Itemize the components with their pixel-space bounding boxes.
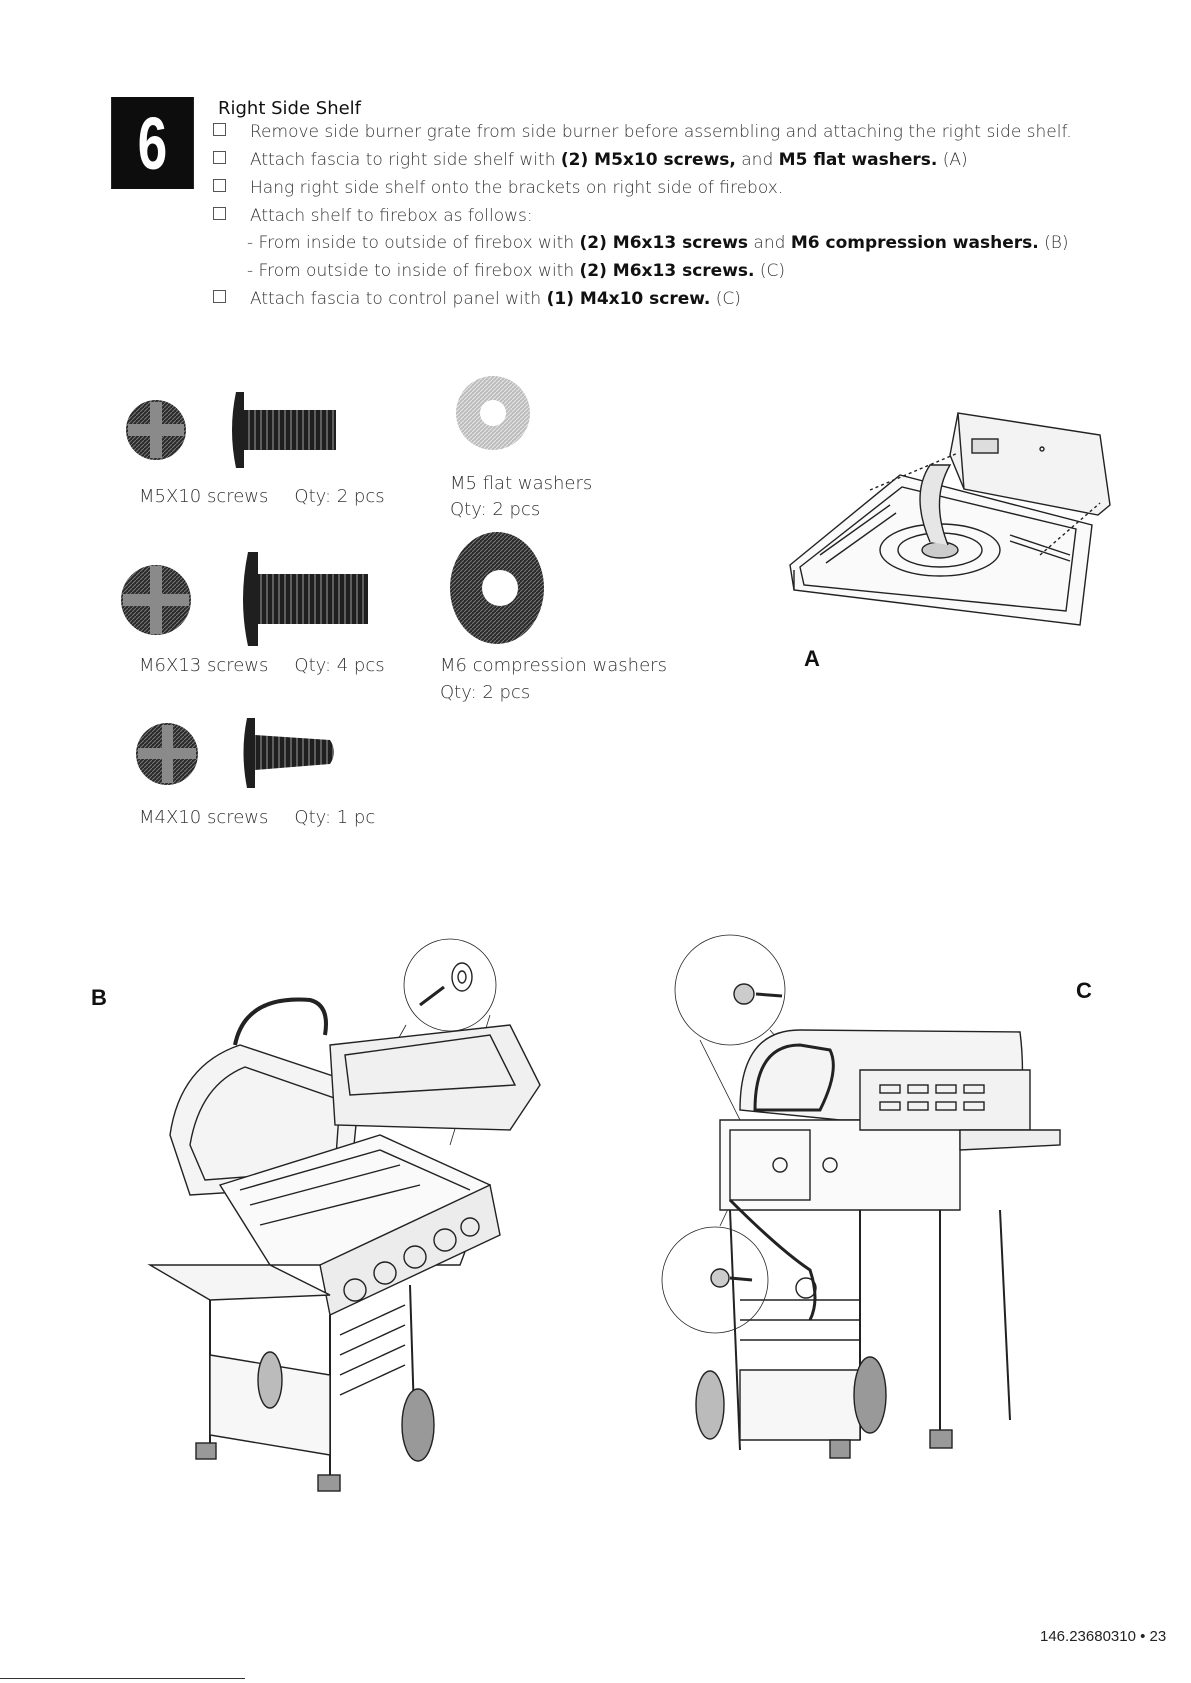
instruction-emphasis: (2) M6x13 screws. <box>579 261 755 281</box>
diagram-c-label: C <box>1076 978 1092 1003</box>
instruction-text: Attach fascia to control panel with <box>250 289 547 309</box>
instruction-line: - From inside to outside of firebox with… <box>247 233 1069 253</box>
diagram-b-label: B <box>91 985 107 1010</box>
instruction-line: - From outside to inside of firebox with… <box>247 261 785 281</box>
instruction-text: Attach shelf to firebox as follows: <box>250 206 533 226</box>
diagram-c-grill-outside <box>661 934 1061 1459</box>
instruction-emphasis: M5 flat washers. <box>778 150 938 170</box>
instruction-line: Attach fascia to right side shelf with (… <box>213 150 968 170</box>
footer-rule <box>0 1678 245 1679</box>
instruction-text: Hang right side shelf onto the brackets … <box>250 178 784 198</box>
m4-screw-side-icon <box>243 718 334 788</box>
m5-screw-head-icon <box>126 400 186 460</box>
page-footer-code: 146.23680310 • 23 <box>1040 1628 1167 1645</box>
instruction-text: (B) <box>1038 233 1069 253</box>
m6-screw-head-icon <box>121 565 191 635</box>
checkbox-icon <box>213 151 226 164</box>
instruction-text: - From inside to outside of firebox with <box>247 233 580 253</box>
instruction-text: (C) <box>754 261 786 281</box>
instruction-emphasis: (2) M6x13 screws <box>579 233 749 253</box>
diagram-a-side-shelf <box>789 412 1111 626</box>
instruction-text: Remove side burner grate from side burne… <box>250 122 1072 142</box>
instruction-text: and <box>748 233 791 253</box>
instruction-line: Attach fascia to control panel with (1) … <box>213 289 741 309</box>
checkbox-icon <box>213 290 226 303</box>
diagram-b-grill-inside <box>147 938 541 1492</box>
instruction-emphasis: (2) M5x10 screws, <box>560 150 736 170</box>
instruction-line: Attach shelf to firebox as follows: <box>213 206 533 226</box>
instruction-text: Attach fascia to right side shelf with <box>250 150 561 170</box>
m5-flat-washer-icon <box>456 376 530 450</box>
m5-screw-side-icon <box>232 392 336 468</box>
checkbox-icon <box>213 179 226 192</box>
checkbox-icon <box>213 123 226 136</box>
m6-washer-qty: Qty: 2 pcs <box>440 682 531 703</box>
step-number-badge: 6 <box>111 97 194 189</box>
m6-compression-washer-icon <box>450 532 544 644</box>
instruction-text: - From outside to inside of firebox with <box>247 261 580 281</box>
instruction-text: and <box>735 150 779 170</box>
instruction-emphasis: (1) M4x10 screw. <box>546 289 711 309</box>
diagram-a-label: A <box>804 646 820 671</box>
m5-washer-qty: Qty: 2 pcs <box>450 499 541 520</box>
m5-washer-name: M5 flat washers <box>450 473 593 494</box>
checkbox-icon <box>213 207 226 220</box>
instruction-emphasis: M6 compression washers. <box>790 233 1039 253</box>
instruction-text: (C) <box>710 289 741 309</box>
instruction-line: Remove side burner grate from side burne… <box>213 122 1072 142</box>
m6-screw-side-icon <box>243 552 368 646</box>
section-title: Right Side Shelf <box>218 98 362 119</box>
instruction-line: Hang right side shelf onto the brackets … <box>213 178 783 198</box>
m4-screw-head-icon <box>136 723 198 785</box>
instruction-text: (A) <box>937 150 968 170</box>
m6-washer-name: M6 compression washers <box>440 655 667 676</box>
